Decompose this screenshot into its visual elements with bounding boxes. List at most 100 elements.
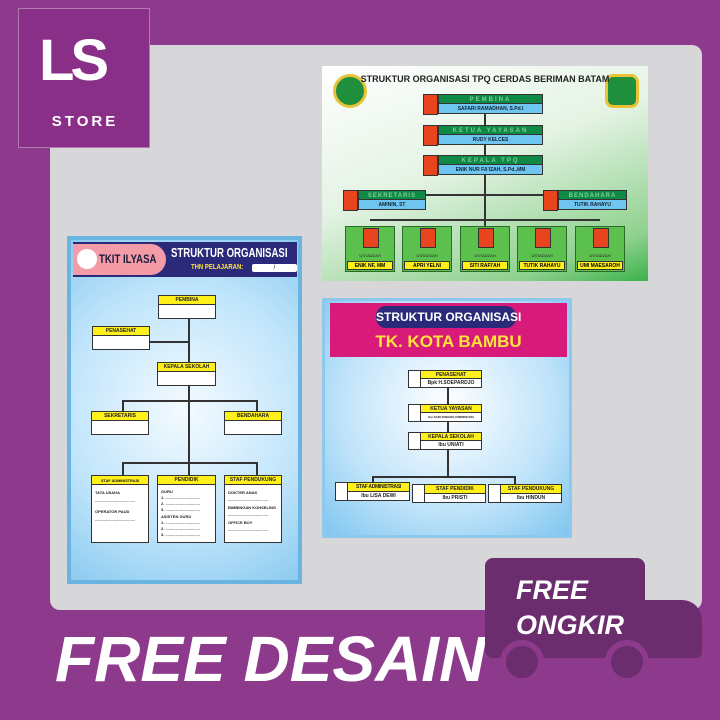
photo-placeholder	[423, 125, 438, 146]
node-staf-administrasi: STAF ADMINISTRASI TATA USAHA............…	[91, 475, 149, 543]
photo-placeholder	[423, 94, 438, 115]
label: DOKTER ANAK	[228, 490, 258, 495]
store-logo: LS STORE	[18, 8, 150, 148]
label: 3. ...............................	[161, 532, 200, 537]
node-sekretaris: SEKRETARIS AMININ, ST	[343, 190, 426, 211]
label: BENDAHARA	[558, 190, 627, 200]
node-penasehat: PENASEHAT	[92, 326, 150, 350]
node-pembina: PEMBINA	[158, 295, 216, 319]
connector-line	[149, 341, 189, 343]
label: KETUA YAYASAN	[421, 405, 481, 413]
connector-line	[122, 462, 124, 475]
label: ....................................	[95, 517, 136, 522]
photo-placeholder	[423, 155, 438, 176]
ministry-emblem-icon	[605, 74, 639, 108]
connector-line	[384, 194, 585, 196]
label: USTADZAH	[474, 253, 496, 258]
left-seal-icon	[333, 74, 367, 108]
connector-line	[256, 400, 258, 412]
node-sekretaris: SEKRETARIS	[91, 411, 149, 435]
node-kepala: KEPALA TPQ ENIK NUR FA'IZAH, S.Pd.,MM	[423, 155, 543, 176]
connector-line	[188, 318, 190, 503]
label: Ibu LISA DEWI	[361, 493, 396, 499]
label: ....................................	[228, 512, 269, 517]
label: STAF PENDUKUNG	[225, 476, 281, 485]
node-ustadzah: USTADZAH SITI RAFI'AH	[460, 226, 510, 272]
label: Ibu SARI ENDANG DWININGSIH	[428, 415, 474, 419]
label: Bpk H.SOEPARDJO	[427, 380, 475, 386]
label: PEMBINA	[438, 94, 543, 104]
school-badge: TKIT ILYASA	[73, 244, 166, 275]
label: AMININ, ST	[358, 200, 426, 210]
label: ....................................	[228, 497, 269, 502]
label: Ibu PRISTI	[442, 495, 468, 501]
label: OFFICE BOY	[228, 520, 253, 525]
label: 3. ...............................	[161, 507, 200, 512]
free-shipping-line2: ONGKIR	[516, 610, 624, 640]
school-name: TK. KOTA BAMBU	[375, 332, 522, 351]
label: STAF PENDUKUNG	[501, 485, 561, 494]
label: TATA USAHA	[95, 490, 120, 495]
truck-part	[605, 640, 649, 684]
label: BENDAHARA	[225, 412, 281, 421]
label: OPERATOR PAUD	[95, 509, 130, 514]
label: SAFARI RAMADHAN, S.Pd.I	[438, 104, 543, 114]
year-field: /	[252, 264, 297, 272]
connector-line	[370, 219, 600, 221]
label: TUTIK RAHAYU	[558, 200, 627, 210]
photo-placeholder	[593, 228, 609, 248]
label: Ibu HINDUN	[516, 495, 546, 501]
photo-placeholder	[543, 190, 558, 211]
label: KEPALA SEKOLAH	[421, 433, 481, 441]
label: STAF ADMINISTRASI	[348, 483, 409, 492]
free-design-banner: FREE DESAIN	[55, 623, 486, 695]
poster-tpq: STRUKTUR ORGANISASI TPQ CERDAS BERIMAN B…	[322, 66, 648, 281]
logo-text: STORE	[51, 113, 119, 130]
node-ketua-yayasan: KETUA YAYASAN Ibu SARI ENDANG DWININGSIH	[408, 404, 482, 422]
label: 2. ...............................	[161, 526, 200, 531]
photo-placeholder	[478, 228, 494, 248]
label: STAF PENDIDIK	[425, 485, 485, 494]
label: ASISTEN GURU	[161, 514, 192, 519]
label: USTADZAH	[416, 253, 438, 258]
photo-placeholder	[343, 190, 358, 211]
truck-part	[640, 600, 702, 658]
node-kepala-sekolah: KEPALA SEKOLAH	[157, 362, 216, 386]
label: PEMBINA	[159, 296, 215, 305]
connector-line	[372, 476, 516, 478]
label: KEPALA SEKOLAH	[158, 363, 215, 372]
photo-placeholder	[535, 228, 551, 248]
label: ENIK NF, MM	[347, 261, 393, 270]
poster-title: STRUKTUR ORGANISASI	[376, 306, 521, 328]
label: UMI MAESAROH	[577, 261, 623, 270]
node-ustadzah: USTADZAH APRI YELNI	[402, 226, 452, 272]
label: ENIK NUR FA'IZAH, S.Pd.,MM	[438, 165, 543, 175]
connector-line	[256, 462, 258, 475]
node-bendahara: BENDAHARA TUTIK RAHAYU	[543, 190, 627, 211]
label: BIMBINGAN KONSELING	[228, 505, 276, 510]
label: SEKRETARIS	[92, 412, 148, 421]
node-pembina: PEMBINA SAFARI RAMADHAN, S.Pd.I	[423, 94, 543, 115]
school-logo-icon	[77, 249, 97, 269]
node-ketua: KETUA YAYASAN RUDY KELCES	[423, 125, 543, 146]
connector-line	[122, 400, 124, 412]
label: SITI RAFI'AH	[462, 261, 508, 270]
node-bendahara: BENDAHARA	[224, 411, 282, 435]
label: PENASEHAT	[93, 327, 149, 336]
label: APRI YELNI	[404, 261, 450, 270]
photo-placeholder	[420, 228, 436, 248]
label: STAF ADMINISTRASI	[92, 476, 148, 485]
node-staf-pendukung: STAF PENDUKUNG DOKTER ANAK..............…	[224, 475, 282, 543]
label: ....................................	[95, 498, 136, 503]
photo-placeholder	[363, 228, 379, 248]
poster-tk-kota-bambu: STRUKTUR ORGANISASI TK. KOTA BAMBU PENAS…	[322, 298, 572, 538]
label: RUDY KELCES	[438, 135, 543, 145]
